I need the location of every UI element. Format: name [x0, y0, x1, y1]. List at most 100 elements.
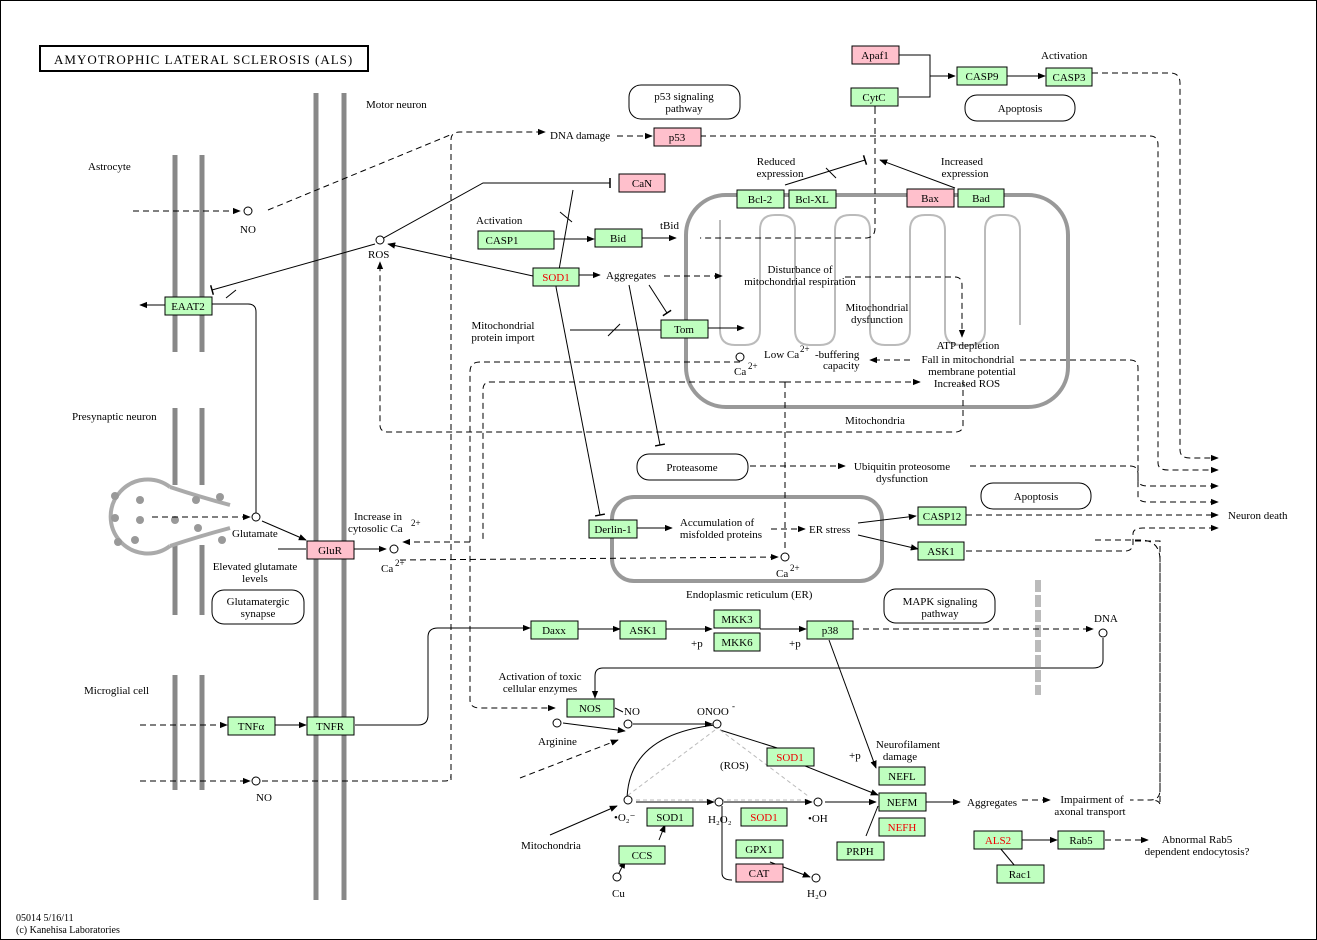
gene-gpx1[interactable]: GPX1 [735, 839, 784, 859]
gene-rac1[interactable]: Rac1 [996, 864, 1045, 884]
endoplasmic-reticulum [610, 495, 884, 583]
gene-sod1-main[interactable]: SOD1 [532, 267, 580, 287]
label-increased-expr: Increased [941, 156, 984, 168]
gene-label: EAAT2 [171, 301, 205, 313]
gene-label: Derlin-1 [594, 524, 631, 536]
region-presynaptic: Presynaptic neuron [72, 411, 157, 423]
map-label: Proteasome [666, 462, 717, 474]
footer-version: 05014 5/16/11 [16, 913, 74, 924]
gene-p38[interactable]: p38 [806, 620, 854, 640]
gene-tnfr[interactable]: TNFR [306, 716, 355, 736]
gene-apaf1[interactable]: Apaf1 [851, 45, 900, 65]
gene-mkk6[interactable]: MKK6 [713, 632, 761, 652]
gene-daxx[interactable]: Daxx [530, 620, 579, 640]
title-box: AMYOTROPHIC LATERAL SCLEROSIS (ALS) [39, 45, 369, 72]
gene-bid[interactable]: Bid [594, 228, 643, 248]
gene-label: ALS2 [985, 835, 1011, 847]
gene-sod1-o2[interactable]: SOD1 [646, 807, 694, 827]
gene-nefh[interactable]: NEFH [878, 817, 926, 837]
gene-casp12[interactable]: CASP12 [917, 506, 967, 526]
gene-label: ASK1 [927, 546, 955, 558]
label-glutamate: Glutamate [232, 528, 278, 540]
gene-bad[interactable]: Bad [957, 188, 1005, 208]
gene-bclxl[interactable]: Bcl-XL [788, 189, 837, 209]
label-h2o: H₂O [807, 888, 827, 900]
gene-label: p53 [669, 132, 686, 144]
gene-label: Rac1 [1009, 869, 1032, 881]
gene-label: CASP9 [965, 71, 999, 83]
map-label: synapse [241, 608, 276, 620]
gene-nefm[interactable]: NEFM [878, 792, 927, 812]
gene-nefl[interactable]: NEFL [878, 766, 926, 786]
gene-tnfa[interactable]: TNFα [227, 716, 276, 736]
gene-label: CAT [749, 868, 770, 880]
label-dna-damage: DNA damage [550, 130, 610, 142]
gene-als2[interactable]: ALS2 [973, 830, 1023, 850]
gene-label: TNFα [238, 721, 265, 733]
gene-rab5[interactable]: Rab5 [1057, 830, 1105, 850]
map-mapk-signaling[interactable]: MAPK signaling pathway [883, 588, 996, 624]
label-o2: •O₂⁻ [614, 812, 636, 824]
gene-derlin1[interactable]: Derlin-1 [588, 519, 638, 539]
gene-label: ASK1 [629, 625, 657, 637]
label-arginine: Arginine [538, 736, 577, 748]
label-abnormal: Abnormal Rab5 [1162, 834, 1233, 846]
map-glutamatergic-synapse[interactable]: Glutamatergic synapse [211, 589, 305, 625]
gene-tom[interactable]: Tom [660, 319, 709, 339]
gene-bax[interactable]: Bax [906, 188, 955, 208]
gene-cat[interactable]: CAT [735, 863, 784, 883]
label-dna: DNA [1094, 613, 1118, 625]
label-cu: Cu [612, 888, 625, 900]
gene-ask1-er[interactable]: ASK1 [917, 541, 965, 561]
label-atp: membrane potential [928, 366, 1016, 378]
gene-sod1-onoo[interactable]: SOD1 [766, 747, 815, 767]
label-ca-er-sup: 2+ [790, 563, 800, 573]
label-activation-casp1: Activation [476, 215, 523, 227]
gene-label: CASP12 [923, 511, 962, 523]
gene-glur[interactable]: GluR [306, 540, 355, 560]
label-ca-glur: Ca [381, 563, 393, 575]
gene-eaat2[interactable]: EAAT2 [164, 296, 213, 316]
map-p53-signaling[interactable]: p53 signaling pathway [628, 84, 741, 120]
gene-can[interactable]: CaN [618, 173, 666, 193]
label-activation-toxic: cellular enzymes [503, 683, 577, 695]
cell-membranes [172, 93, 1041, 900]
gene-nos[interactable]: NOS [566, 698, 615, 718]
map-apoptosis-mid[interactable]: Apoptosis [980, 482, 1092, 510]
gene-label: Tom [674, 324, 694, 336]
gene-casp1[interactable]: CASP1 [477, 230, 555, 250]
text-labels: Motor neuron Astrocyte Presynaptic neuro… [72, 50, 1288, 900]
gene-label: GPX1 [745, 844, 773, 856]
gene-ccs[interactable]: CCS [618, 845, 666, 865]
label-ubiq: dysfunction [876, 473, 928, 485]
label-elevated: Elevated glutamate [213, 561, 298, 573]
region-mitochondria: Mitochondria [845, 415, 905, 427]
label-no-bottom: NO [256, 792, 272, 804]
gene-mkk3[interactable]: MKK3 [713, 609, 761, 629]
map-apoptosis-top[interactable]: Apoptosis [964, 94, 1076, 122]
gene-label: Apaf1 [861, 50, 889, 62]
region-microglial: Microglial cell [84, 685, 149, 697]
map-label: MAPK signaling [903, 596, 978, 608]
gene-p53[interactable]: p53 [653, 127, 702, 147]
gene-label: SOD1 [750, 812, 778, 824]
gene-cytc[interactable]: CytC [850, 87, 899, 107]
map-proteasome[interactable]: Proteasome [636, 453, 749, 481]
label-mito-dysfunction: Mitochondrial [846, 302, 909, 314]
label-ca-mito: Ca [734, 366, 746, 378]
map-label: Apoptosis [1014, 491, 1059, 503]
label-tbid: tBid [660, 220, 679, 232]
gene-sod1-h2o2[interactable]: SOD1 [740, 807, 788, 827]
gene-label: SOD1 [656, 812, 684, 824]
label-plus-p: +p [691, 638, 703, 650]
gene-bcl2[interactable]: Bcl-2 [736, 189, 785, 209]
gene-casp9[interactable]: CASP9 [956, 66, 1008, 86]
mitochondrion [684, 193, 1070, 409]
gene-prph[interactable]: PRPH [836, 841, 885, 861]
label-abnormal: dependent endocytosis? [1145, 846, 1250, 858]
gene-casp3[interactable]: CASP3 [1045, 67, 1093, 87]
gene-label: MKK3 [721, 614, 753, 626]
gene-ask1-mapk[interactable]: ASK1 [619, 620, 667, 640]
label-disturbance: Disturbance of [767, 264, 832, 276]
map-label: pathway [665, 103, 703, 115]
